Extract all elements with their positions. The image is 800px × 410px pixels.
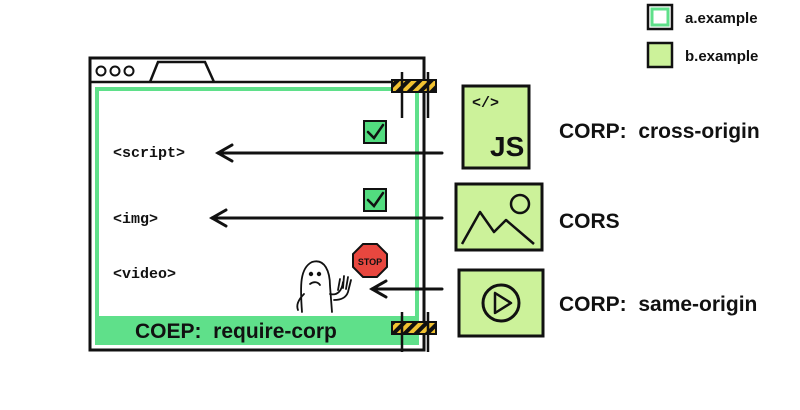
resource-image	[454, 182, 544, 252]
arrows	[208, 143, 444, 299]
arrow-to-script	[214, 143, 444, 163]
arrow-to-video	[368, 279, 444, 299]
legend-label-b-example: b.example	[685, 48, 758, 65]
stop-sign-icon: STOP	[352, 243, 388, 278]
video-play-icon	[457, 268, 545, 338]
window-dot	[95, 65, 107, 77]
resource-js: </> JS	[461, 84, 531, 170]
header-label-js: CORP: cross-origin	[559, 120, 760, 143]
hinge-bottom	[391, 312, 437, 352]
js-file-label: JS	[490, 131, 524, 162]
coep-footer-bar	[97, 316, 417, 343]
check-icon	[363, 188, 387, 212]
video-tag-label: <video>	[113, 266, 176, 283]
resource-video	[457, 268, 545, 338]
arrow-to-img	[208, 208, 444, 228]
legend: a.example b.example	[646, 3, 758, 69]
script-tag-label: <script>	[113, 145, 185, 162]
legend-item-a-example: a.example	[646, 3, 758, 31]
js-code-badge: </>	[472, 95, 499, 112]
header-label-video: CORP: same-origin	[559, 293, 757, 316]
header-label-image: CORS	[559, 210, 620, 233]
stop-sign-label: STOP	[358, 257, 382, 267]
window-controls	[95, 65, 135, 77]
hinge-top	[391, 72, 437, 118]
check-icon	[363, 120, 387, 144]
legend-swatch-filled	[646, 41, 674, 69]
coep-footer-label: COEP: require-corp	[135, 320, 337, 343]
img-tag-label: <img>	[113, 211, 158, 228]
window-dot	[109, 65, 121, 77]
javascript-file-icon	[461, 84, 531, 170]
legend-label-a-example: a.example	[685, 10, 758, 27]
legend-item-b-example: b.example	[646, 41, 758, 69]
browser-window: COEP: require-corp <script> <img> <video…	[88, 56, 437, 352]
blocking-person-icon	[296, 260, 352, 313]
window-dot	[123, 65, 135, 77]
